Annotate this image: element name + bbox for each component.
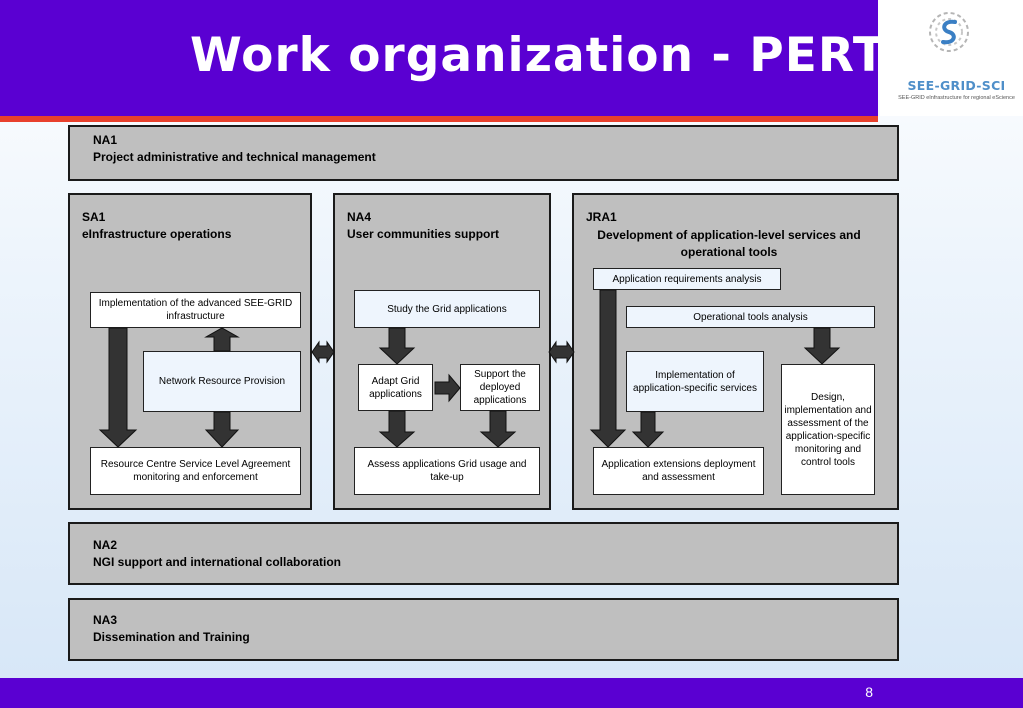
- sa1-advanced-box: Implementation of the advanced SEE-GRID …: [90, 292, 301, 328]
- sa1-network-box: Network Resource Provision: [143, 351, 301, 412]
- na3-code: NA3: [93, 613, 118, 627]
- na4-title: User communities support: [347, 227, 500, 241]
- header-bar: [0, 0, 878, 116]
- na1-title: Project administrative and technical man…: [93, 150, 376, 164]
- na2-code: NA2: [93, 538, 118, 552]
- na3-box: [68, 598, 899, 661]
- na1-code: NA1: [93, 133, 118, 147]
- logo: SEE-GRID-SCI SEE-GRID eInfrastructure fo…: [880, 0, 1023, 116]
- jra1-requirements-box: Application requirements analysis: [593, 268, 781, 290]
- na2-box: [68, 522, 899, 585]
- na3-title: Dissemination and Training: [93, 630, 250, 644]
- sa1-title: eInfrastructure operations: [82, 227, 232, 241]
- jra1-title: Development of application-level service…: [597, 228, 861, 259]
- jra1-code: JRA1: [586, 210, 617, 224]
- na2-title: NGI support and international collaborat…: [93, 555, 342, 569]
- na4-adapt-box: Adapt Grid applications: [358, 364, 433, 411]
- double-arrow: [311, 340, 335, 364]
- na4-support-box: Support the deployed applications: [460, 364, 540, 411]
- sa1-code: SA1: [82, 210, 106, 224]
- sa1-sla-box: Resource Centre Service Level Agreement …: [90, 447, 301, 495]
- jra1-design-box: Design, implementation and assessment of…: [781, 364, 875, 495]
- na4-study-box: Study the Grid applications: [354, 290, 540, 328]
- na1-box: [68, 125, 899, 181]
- jra1-extensions-box: Application extensions deployment and as…: [593, 447, 764, 495]
- double-arrow: [548, 340, 575, 364]
- header-accent-line: [0, 116, 878, 122]
- page-title: Work organization - PERT: [190, 28, 886, 83]
- page-number: 8: [865, 684, 873, 700]
- na4-code: NA4: [347, 210, 372, 224]
- jra1-implementation-box: Implementation of application-specific s…: [626, 351, 764, 412]
- jra1-operational-box: Operational tools analysis: [626, 306, 875, 328]
- footer-bar: 8: [0, 678, 1023, 708]
- na4-assess-box: Assess applications Grid usage and take-…: [354, 447, 540, 495]
- logo-tagline: SEE-GRID eInfrastructure for regional eS…: [898, 95, 1015, 101]
- logo-swirl-icon: [929, 12, 969, 52]
- logo-text: SEE-GRID-SCI: [907, 78, 1006, 93]
